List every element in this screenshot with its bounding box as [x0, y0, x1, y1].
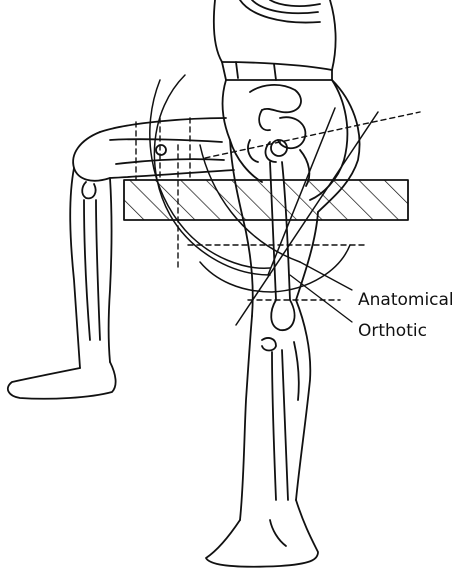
orthotic-label: Orthotic [358, 323, 427, 340]
lifted-thigh [73, 118, 234, 181]
lifted-foot [8, 362, 116, 399]
lifted-shin [70, 168, 111, 368]
standing-foot [206, 500, 318, 567]
seat-block [124, 180, 408, 220]
joint-marker [156, 145, 166, 155]
standing-shin [240, 300, 310, 520]
torso-outline [214, 0, 336, 80]
anatomical-label: Anatomical [358, 292, 454, 309]
